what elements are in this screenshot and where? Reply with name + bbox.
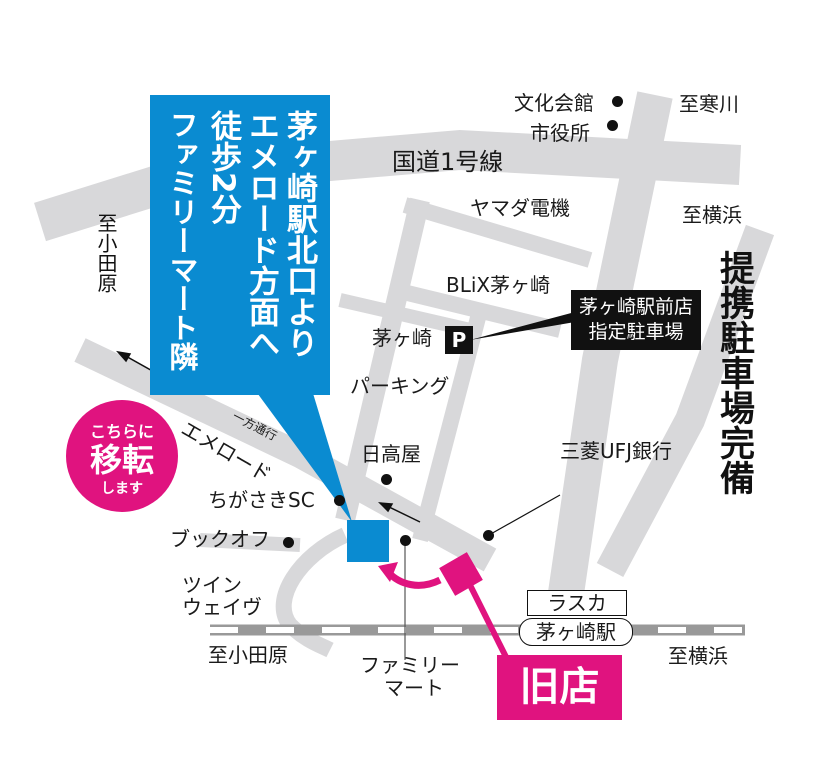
label-twinwave-1: ツイン — [182, 573, 242, 597]
callout-line-1: 茅ヶ崎駅北口より — [281, 110, 317, 358]
label-familymart-1: ファミリー — [360, 653, 460, 677]
road-loop — [275, 527, 349, 658]
label-city-hall: 市役所 — [530, 121, 590, 145]
badge-line-1: こちらに — [89, 422, 154, 441]
poi-dot — [381, 474, 392, 485]
road-main-north-south — [547, 91, 673, 603]
label-mufg-bank: 三菱UFJ銀行 — [560, 439, 673, 463]
label-lasca: ラスカ — [527, 590, 627, 616]
road-route1 — [34, 129, 742, 242]
oneway-arrows — [116, 350, 421, 523]
label-to-yokohama-top: 至横浜 — [682, 203, 742, 227]
road-street-5 — [338, 293, 472, 337]
label-to-odawara-bottom: 至小田原 — [208, 643, 288, 667]
road-mid-vertical — [335, 197, 430, 523]
parking-line-2: 指定駐車場 — [588, 321, 684, 343]
label-route1: 国道1号線 — [392, 148, 504, 176]
old-store-leader — [467, 583, 513, 667]
poi-dot — [612, 96, 623, 107]
label-chigasaki-parking-2: パーキング — [350, 374, 450, 398]
poi-dot-familymart — [400, 535, 411, 546]
label-familymart-2: マート — [384, 676, 444, 700]
label-to-odawara-top: 至小田原 — [94, 213, 118, 293]
label-chigasaki-parking-1: 茅ヶ崎 — [372, 326, 432, 350]
railway — [210, 624, 745, 636]
poi-dot — [334, 495, 345, 506]
label-blix: BLiX茅ヶ崎 — [446, 273, 551, 297]
label-to-yokohama-bottom: 至横浜 — [668, 644, 728, 668]
label-bunka-kaikan: 文化会館 — [514, 91, 594, 115]
old-store-label: 旧店 — [497, 655, 622, 720]
label-chigasaki-station: 茅ヶ崎駅 — [519, 618, 633, 646]
new-store-marker — [347, 520, 389, 562]
poi-dot — [483, 530, 494, 541]
badge-line-3: します — [101, 481, 143, 497]
move-arrow-icon — [385, 569, 442, 589]
parking-line-1: 茅ヶ崎駅前店 — [578, 296, 693, 318]
label-yamada-denki: ヤマダ電機 — [470, 196, 570, 220]
badge-line-2: 移転 — [89, 441, 154, 479]
parking-leader — [470, 312, 575, 340]
road-east — [596, 224, 775, 578]
road-street-1 — [402, 197, 593, 268]
label-hidakaya: 日高屋 — [361, 442, 421, 466]
label-bookoff: ブックオフ — [170, 527, 270, 551]
label-twinwave-2: ウェイヴ — [182, 595, 262, 619]
callout-line-2: エメロード方面へ — [243, 110, 279, 358]
partner-parking-note: 提携駐車場完備 — [714, 250, 754, 495]
directions-callout — [150, 95, 330, 395]
label-to-samukawa: 至寒川 — [679, 92, 739, 116]
callout-line-3: 徒歩2分 — [205, 110, 241, 225]
callout-line-4: ファミリーマート隣 — [165, 110, 199, 371]
parking-box: 茅ヶ崎駅前店 指定駐車場 — [571, 290, 701, 350]
callout-pointer — [255, 390, 352, 522]
mufg-leader — [488, 494, 561, 536]
poi-dot — [607, 120, 618, 131]
label-chigasaki-sc: ちがさきSC — [208, 488, 315, 512]
relocation-badge: こちらに 移転 します — [66, 400, 178, 512]
parking-icon: P — [445, 326, 473, 354]
poi-dot — [283, 537, 294, 548]
